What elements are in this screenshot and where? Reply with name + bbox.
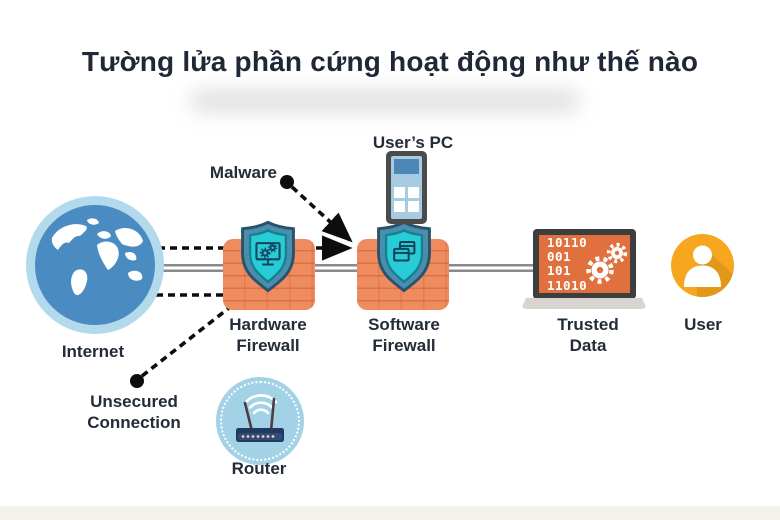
trusted-data-laptop-icon: 10110 001 101 11010: [533, 229, 636, 299]
users-pc-icon: [386, 151, 427, 224]
router-dotted-ring: [220, 381, 300, 461]
gears-icon: [586, 242, 628, 284]
users-pc-label: User’s PC: [372, 133, 454, 152]
unsecured-connection-label: Unsecured Connection: [87, 392, 181, 432]
user-label: User: [684, 315, 722, 334]
hardware-firewall-label: Hardware Firewall: [229, 315, 307, 355]
software-firewall-label: Software Firewall: [368, 315, 440, 355]
malware-label: Malware: [209, 163, 277, 182]
hardware-firewall-shield-icon: [241, 220, 295, 293]
pc-screen-header: [394, 159, 419, 174]
page-title: Tường lửa phần cứng hoạt động như thế nà…: [81, 46, 699, 77]
user-avatar-icon: [671, 234, 734, 297]
laptop-base: [521, 298, 647, 309]
title-shadow: [190, 90, 580, 112]
laptop-screen: 10110 001 101 11010: [539, 235, 630, 293]
internet-globe-icon: [25, 195, 165, 335]
internet-label: Internet: [61, 342, 125, 361]
malware-callout-line: [290, 185, 353, 243]
malware-callout-dot: [280, 175, 294, 189]
pc-screen: [391, 156, 422, 219]
router-badge: [216, 377, 304, 465]
bottom-strip: [0, 506, 780, 520]
binary-code-text: 10110 001 101 11010: [547, 235, 588, 293]
software-firewall-shield-icon: [377, 220, 431, 293]
unsecured-callout-dot: [130, 374, 144, 388]
unsecured-callout-line: [140, 302, 236, 378]
router-label: Router: [231, 459, 287, 478]
trusted-data-label: Trusted Data: [557, 315, 619, 355]
